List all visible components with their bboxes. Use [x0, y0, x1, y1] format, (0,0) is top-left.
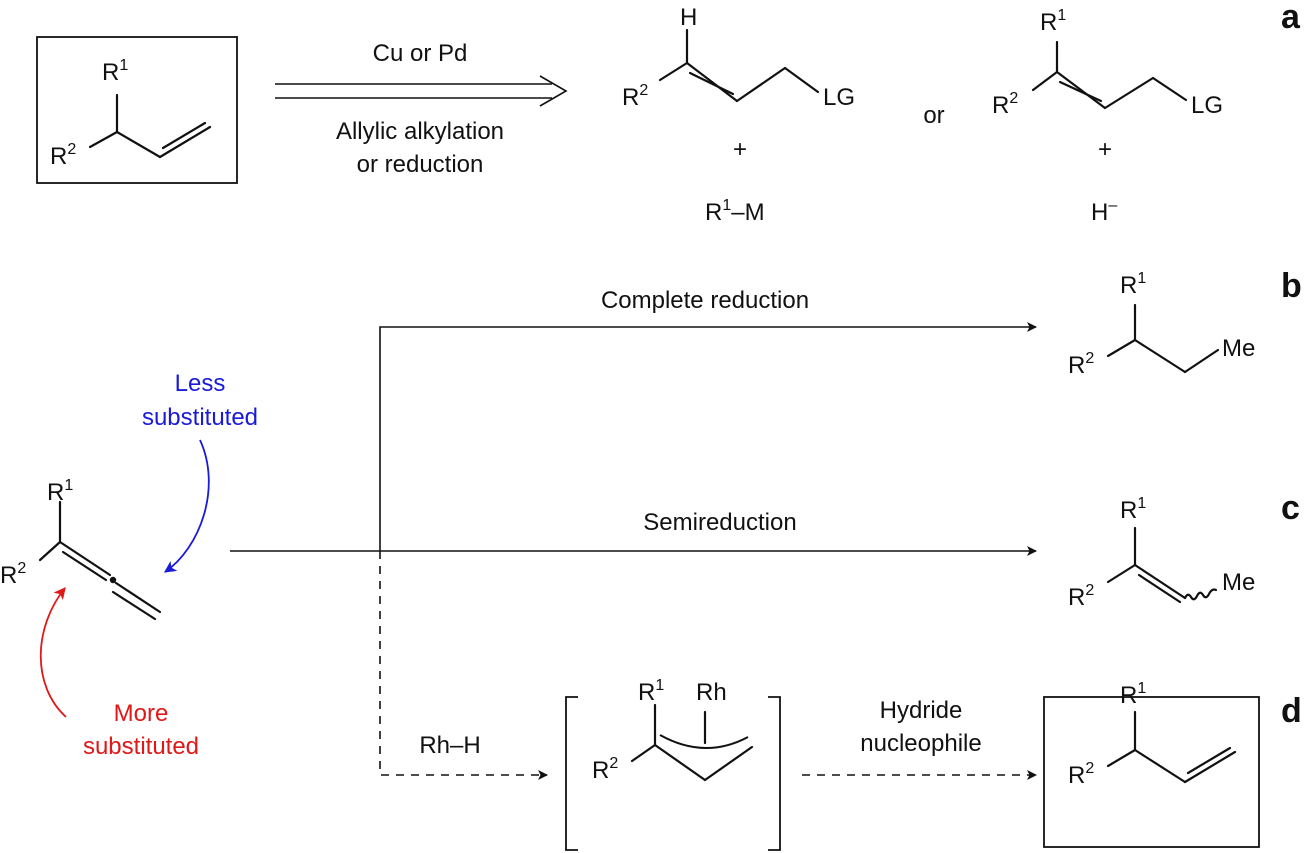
panel-label-d: d: [1281, 692, 1302, 730]
right-bracket: [768, 696, 781, 851]
r-label: R: [47, 479, 64, 506]
less-substituted-label-line1: Less: [175, 370, 226, 397]
more-substituted-arrow: [39, 587, 67, 718]
r-index: 2: [1085, 350, 1094, 367]
minus-charge: –: [1108, 197, 1117, 214]
r-index: 1: [1057, 7, 1066, 24]
less-substituted-arrow: [164, 439, 210, 573]
hydride-label-line1: Hydride: [880, 697, 963, 724]
or-label: or: [923, 102, 944, 129]
svg-text:R2: R2: [0, 560, 26, 589]
allyl-pi-arc: [659, 734, 749, 749]
r-index: 2: [639, 82, 648, 99]
hydride-label: H: [1091, 199, 1108, 226]
r-label: R: [1068, 584, 1085, 611]
r-index: 2: [1085, 760, 1094, 777]
r-label: R: [638, 679, 655, 706]
r-index: 1: [1137, 270, 1146, 287]
more-substituted-label-line1: More: [114, 700, 169, 727]
svg-text:R2: R2: [1068, 350, 1094, 379]
r-label: R: [1120, 272, 1137, 299]
method-label-line1: Allylic alkylation: [336, 118, 504, 145]
rh-label: Rh: [696, 679, 727, 706]
allyl-electrophile-2: R1 R2 LG: [992, 7, 1223, 119]
svg-text:R2: R2: [50, 141, 76, 170]
branched-allylic-product: R1 R2: [1043, 680, 1260, 848]
plus-sign: +: [1098, 136, 1112, 163]
complete-reduction-product: R1 R2 Me: [1068, 270, 1255, 379]
svg-text:R2: R2: [1068, 582, 1094, 611]
svg-text:R1–M: R1–M: [705, 197, 765, 226]
svg-text:H–: H–: [1091, 197, 1117, 226]
r-label: R: [1068, 762, 1085, 789]
more-substituted-label-line2: substituted: [83, 733, 199, 760]
methyl-label: Me: [1222, 569, 1255, 596]
svg-text:R1: R1: [47, 477, 73, 506]
product-box: [1043, 696, 1260, 848]
target-box: [36, 36, 238, 184]
complete-reduction-arrow: [379, 322, 1037, 551]
svg-text:R1: R1: [1040, 7, 1066, 36]
wavy-bond: [1183, 588, 1218, 601]
panel-label-a: a: [1281, 0, 1301, 36]
method-label-line2: or reduction: [357, 151, 484, 178]
plus-sign: +: [733, 136, 747, 163]
svg-text:R2: R2: [592, 755, 618, 784]
allyl-electrophile-1: H R2 LG: [622, 4, 855, 111]
r-label: R: [992, 92, 1009, 119]
leaving-group: LG: [1191, 92, 1223, 119]
hydride-label-line2: nucleophile: [860, 730, 981, 757]
r-index: 1: [722, 197, 731, 214]
r-label: R: [102, 59, 119, 86]
left-bracket: [565, 696, 578, 851]
r-index: 2: [67, 141, 76, 158]
r-index: 1: [1137, 680, 1146, 697]
r-label: R: [705, 199, 722, 226]
r-label: R: [1068, 352, 1085, 379]
r-index: 2: [609, 755, 618, 772]
allene-substrate: R1 R2: [0, 477, 162, 621]
less-substituted-label-line2: substituted: [142, 404, 258, 431]
r-label: R: [0, 562, 17, 589]
r-index: 2: [1009, 90, 1018, 107]
leaving-group: LG: [823, 84, 855, 111]
r-label: R: [50, 143, 67, 170]
rh-allyl-intermediate: R1 Rh R2: [565, 677, 781, 851]
retrosynthesis-arrow: [275, 75, 568, 107]
central-allene-carbon: [109, 576, 117, 584]
r-index: 2: [1085, 582, 1094, 599]
complete-reduction-label: Complete reduction: [601, 287, 809, 314]
r-label: R: [592, 757, 609, 784]
svg-text:R1: R1: [1120, 270, 1146, 299]
svg-text:R2: R2: [622, 82, 648, 111]
r-index: 1: [655, 677, 664, 694]
svg-text:R1: R1: [102, 57, 128, 86]
r-index: 1: [64, 477, 73, 494]
rh-hydride-path-arrow: [379, 551, 548, 780]
panel-a-target-molecule: R1 R2: [36, 36, 238, 184]
semireduction-product: R1 R2 Me: [1068, 495, 1255, 611]
svg-text:R1: R1: [1120, 680, 1146, 709]
h-atom: H: [680, 4, 697, 31]
svg-text:R2: R2: [992, 90, 1018, 119]
svg-text:R1: R1: [1120, 495, 1146, 524]
r-label: R: [1120, 497, 1137, 524]
r-index: 1: [119, 57, 128, 74]
r-label: R: [1040, 9, 1057, 36]
r-index: 1: [1137, 495, 1146, 512]
panel-label-c: c: [1281, 489, 1300, 527]
metal-group: –M: [731, 199, 764, 226]
svg-text:R1: R1: [638, 677, 664, 706]
semireduction-label: Semireduction: [643, 509, 796, 536]
svg-text:R2: R2: [1068, 760, 1094, 789]
r-index: 2: [17, 560, 26, 577]
r-label: R: [1120, 682, 1137, 709]
panel-label-b: b: [1281, 267, 1302, 305]
methyl-label: Me: [1222, 335, 1255, 362]
rh-h-reagent-label: Rh–H: [419, 732, 480, 759]
catalyst-label: Cu or Pd: [373, 40, 468, 67]
r-label: R: [622, 84, 639, 111]
